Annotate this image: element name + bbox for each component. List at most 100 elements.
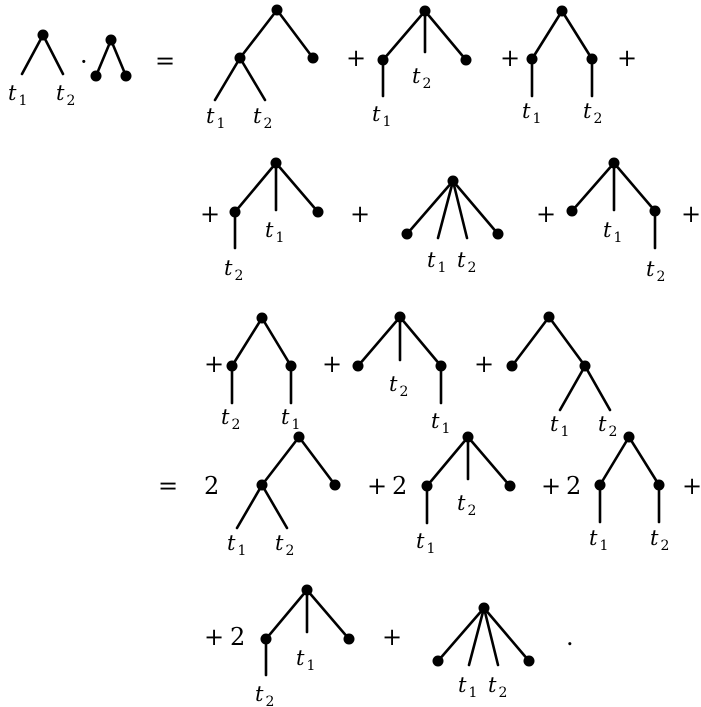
- tree-node: [504, 480, 516, 492]
- leaf-label-index: 2: [265, 694, 274, 707]
- leaf-label-index: 1: [426, 541, 435, 557]
- leaf-label-letter: t: [550, 412, 559, 436]
- leaf-label-letter: t: [583, 99, 592, 123]
- leaf-label-index: 2: [593, 111, 602, 127]
- coefficient-2: 2: [566, 472, 581, 500]
- equals-sign-2: =: [158, 472, 178, 500]
- leaf-label-index: 2: [660, 538, 669, 554]
- leaf-label-letter: t: [598, 412, 607, 436]
- tree-edge: [275, 8, 315, 60]
- leaf-label-letter: t: [265, 218, 274, 242]
- tree-node: [352, 360, 364, 372]
- leaf-label-index: 1: [18, 93, 27, 109]
- tree-edge: [510, 315, 551, 368]
- leaf-label-letter: t: [275, 531, 284, 555]
- tree-edge: [560, 9, 594, 61]
- equals-sign-1: =: [155, 47, 175, 75]
- tree-node: [526, 53, 538, 65]
- tree-edge: [260, 483, 289, 530]
- tree-node: [377, 54, 389, 66]
- tree-node: [229, 206, 241, 218]
- leaf-label-letter: t: [427, 248, 436, 272]
- tree-edge: [612, 161, 657, 213]
- tree-edge: [238, 56, 267, 102]
- leaf-label-letter: t: [646, 257, 655, 281]
- leaf-label-index: 2: [498, 685, 507, 701]
- tree-edge: [467, 606, 486, 667]
- tree-node: [594, 479, 606, 491]
- leaf-label-letter: t: [412, 64, 421, 88]
- tree-edge: [627, 435, 661, 487]
- tree-node: [312, 206, 324, 218]
- tree-edge: [530, 9, 564, 61]
- leaf-label-letter: t: [8, 81, 17, 105]
- tree-edge: [398, 315, 443, 368]
- plus-sign: +: [367, 472, 387, 500]
- tree-node: [37, 29, 49, 41]
- leaf-label-letter: t: [458, 673, 467, 697]
- leaf-label-index: 2: [467, 260, 476, 276]
- leaf-label-index: 2: [608, 424, 617, 440]
- plus-sign: +: [350, 200, 370, 228]
- tree-node: [285, 360, 297, 372]
- lhs-tree-cherry: [90, 34, 132, 82]
- tree-edge: [482, 606, 500, 667]
- plus-sign: +: [382, 623, 402, 651]
- coefficient-2: 2: [392, 472, 407, 500]
- tree-edge: [20, 33, 45, 76]
- leaf-label-index: 1: [532, 111, 541, 127]
- tree-edge: [570, 161, 616, 213]
- leaf-label-index: 2: [234, 268, 243, 284]
- plus-sign: +: [541, 472, 561, 500]
- leaf-label-index: 2: [656, 269, 665, 285]
- tree-node: [301, 584, 313, 596]
- tree-edge: [305, 588, 351, 641]
- tree-edge: [109, 38, 128, 78]
- leaf-label-index: 2: [263, 116, 272, 132]
- tree-edge: [425, 435, 470, 488]
- tree-node: [329, 479, 341, 491]
- plus-sign: +: [322, 350, 342, 378]
- leaf-label-letter: t: [488, 673, 497, 697]
- final-period: .: [566, 623, 574, 651]
- leaf-label-index: 1: [560, 424, 569, 440]
- tree-node: [105, 34, 117, 46]
- tree-edge: [264, 588, 309, 641]
- tree-node: [608, 157, 620, 169]
- tree-node: [307, 52, 319, 64]
- tree-edge: [233, 161, 278, 214]
- plus-sign: +: [474, 350, 494, 378]
- plus-sign: +: [204, 350, 224, 378]
- leaf-label-letter: t: [431, 409, 440, 433]
- tree-node: [653, 479, 665, 491]
- plus-sign: +: [617, 44, 637, 72]
- tree-node: [234, 52, 246, 64]
- tree-node: [226, 360, 238, 372]
- leaf-label-index: 1: [468, 685, 477, 701]
- tree-edge: [598, 435, 631, 487]
- tree-edge: [451, 179, 500, 236]
- coefficient-2: 2: [230, 623, 245, 651]
- leaf-label-letter: t: [253, 104, 262, 128]
- product-dot: ·: [80, 48, 88, 76]
- leaf-label-letter: t: [206, 104, 215, 128]
- plus-sign: +: [682, 472, 701, 500]
- tree-edge: [260, 316, 293, 368]
